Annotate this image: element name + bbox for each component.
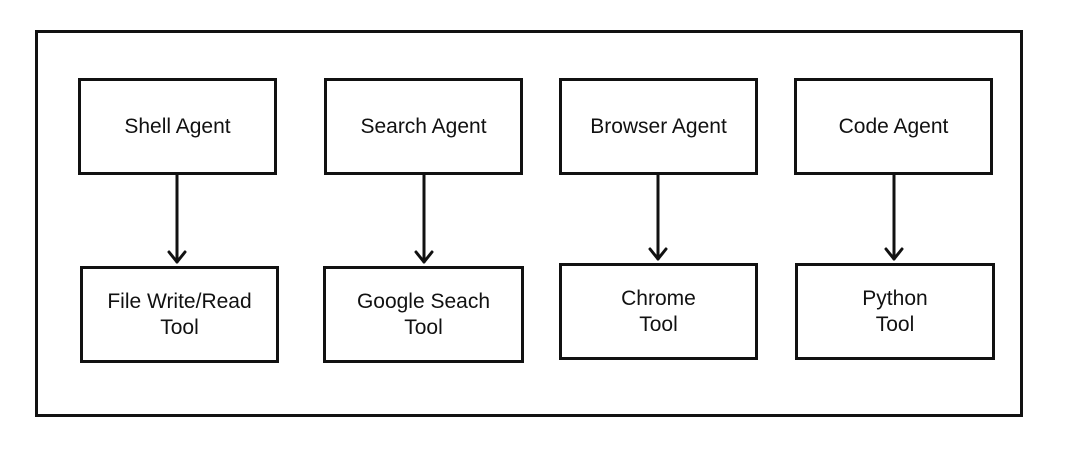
agent-label: Shell Agent (124, 114, 231, 138)
agent-label: Browser Agent (590, 114, 727, 138)
agent-box-code: Code Agent (794, 78, 993, 175)
agent-label: Code Agent (838, 114, 949, 138)
tool-box-chrome: Chrome Tool (559, 263, 758, 360)
diagram-frame (35, 30, 1023, 417)
tool-box-file: File Write/Read Tool (80, 266, 279, 363)
tool-label: Python Tool (862, 286, 928, 336)
agent-box-shell: Shell Agent (78, 78, 277, 175)
agent-box-browser: Browser Agent (559, 78, 758, 175)
tool-label: File Write/Read Tool (107, 289, 252, 339)
tool-label: Google Seach Tool (356, 289, 491, 339)
tool-box-python: Python Tool (795, 263, 995, 360)
tool-box-google-search: Google Seach Tool (323, 266, 524, 363)
tool-label: Chrome Tool (621, 286, 696, 336)
agent-label: Search Agent (360, 114, 487, 138)
agent-box-search: Search Agent (324, 78, 523, 175)
